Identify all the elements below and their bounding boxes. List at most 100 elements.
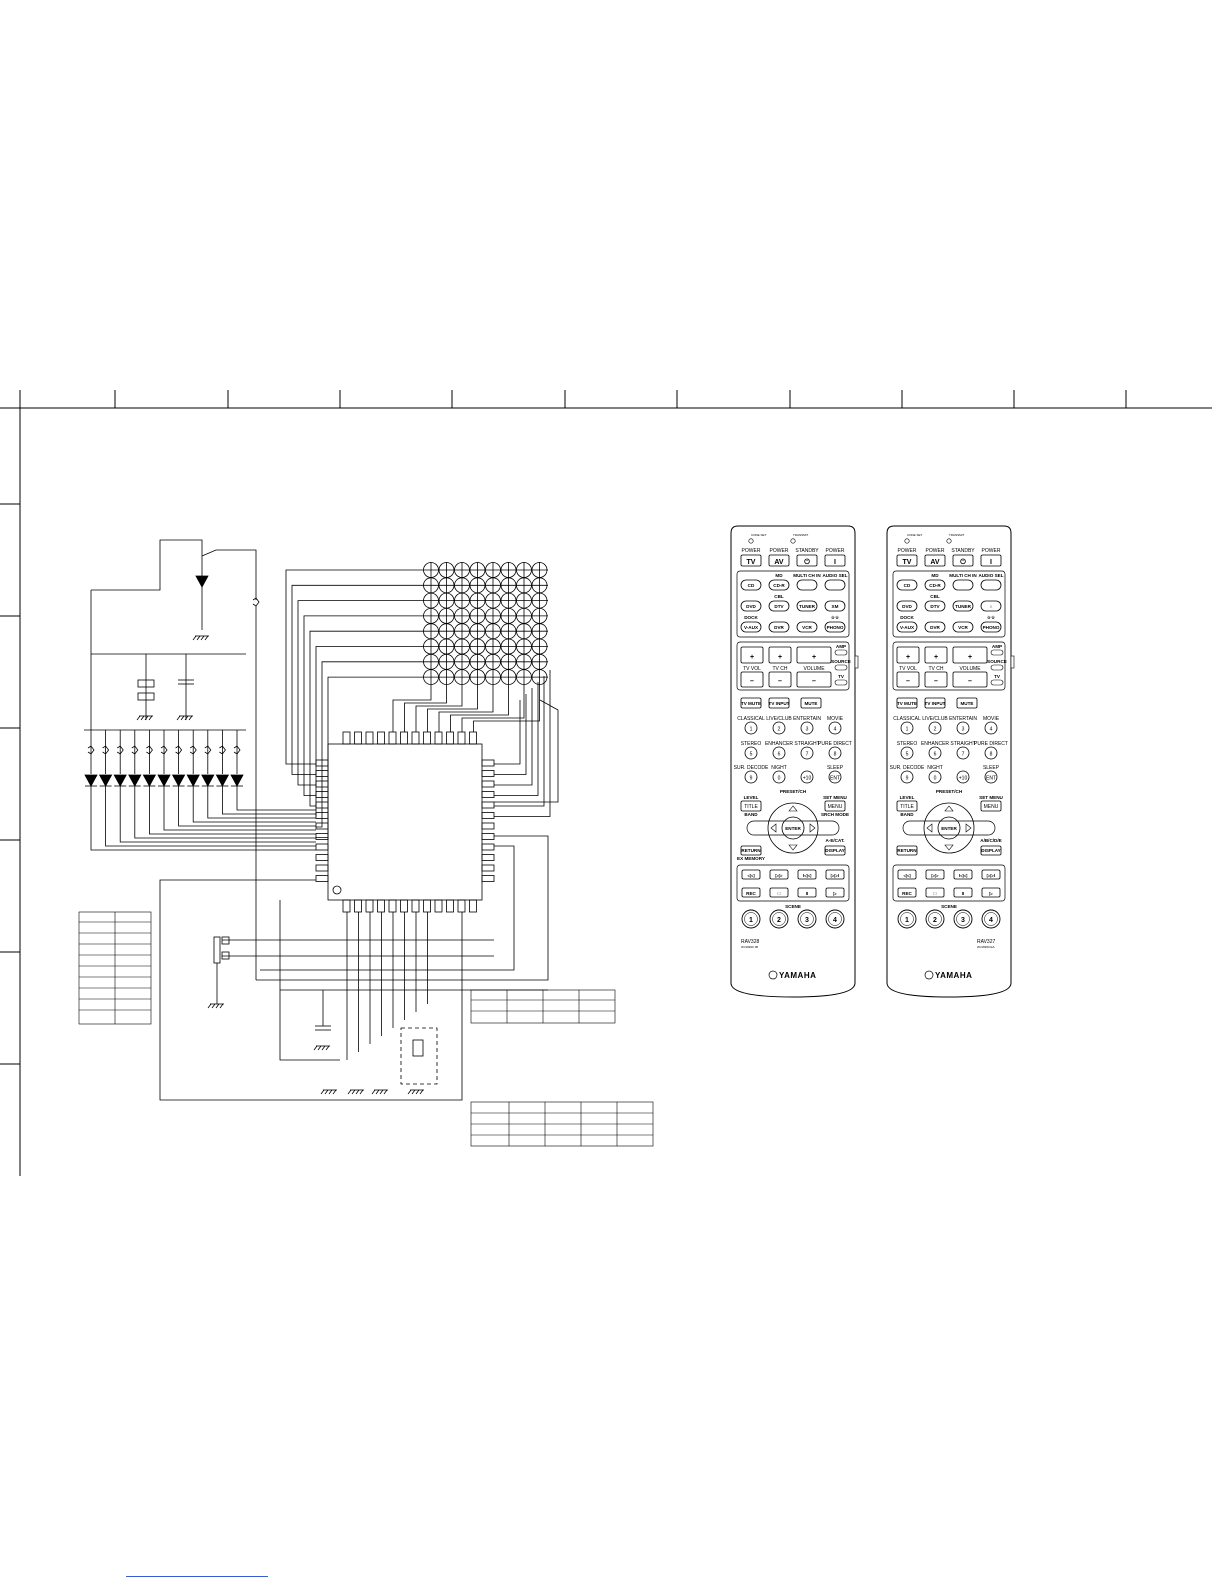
- power-button-label[interactable]: AV: [774, 559, 784, 566]
- program-button-label[interactable]: 2: [934, 727, 937, 733]
- input-button-label[interactable]: VCR: [802, 625, 812, 630]
- transport-icon[interactable]: II: [962, 891, 965, 896]
- program-button-label[interactable]: ENT: [986, 776, 996, 782]
- program-button-label[interactable]: 4: [834, 727, 837, 733]
- input-button-label[interactable]: DVD: [746, 604, 756, 609]
- tv-button-label[interactable]: TV MUTE: [741, 701, 761, 706]
- enter-label[interactable]: ENTER: [941, 826, 957, 831]
- input-button-label[interactable]: DVR: [930, 625, 940, 630]
- ground-symbol: [196, 635, 201, 641]
- program-button-label[interactable]: 9: [906, 776, 909, 782]
- program-button-label[interactable]: 0: [778, 776, 781, 782]
- transport-icon[interactable]: II: [806, 891, 809, 896]
- program-button-label[interactable]: 2: [778, 727, 781, 733]
- scene-button-label[interactable]: 3: [961, 917, 965, 924]
- input-button-label[interactable]: ○: [990, 604, 993, 609]
- program-button-label[interactable]: 3: [962, 727, 965, 733]
- power-button-label[interactable]: TV: [903, 559, 912, 566]
- title-button-label[interactable]: TITLE: [900, 804, 914, 810]
- transport-icon[interactable]: ▷: [988, 891, 994, 896]
- tv-button-label[interactable]: TV MUTE: [897, 701, 917, 706]
- tv-button-label[interactable]: TV INPUT: [925, 701, 946, 706]
- program-button-label[interactable]: ENT: [830, 776, 840, 782]
- power-button-label[interactable]: I: [834, 559, 836, 566]
- transport-icon[interactable]: □: [778, 891, 781, 896]
- transport-icon[interactable]: ▷▷: [930, 873, 940, 878]
- power-button-label[interactable]: I: [990, 559, 992, 566]
- input-button-label[interactable]: CD: [904, 583, 911, 588]
- tv-button-label[interactable]: TV INPUT: [769, 701, 790, 706]
- power-button-label[interactable]: AV: [930, 559, 940, 566]
- scene-button-label[interactable]: 2: [777, 917, 781, 924]
- tv-button-label[interactable]: MUTE: [960, 701, 973, 706]
- ground-symbol: [383, 1089, 388, 1095]
- scene-button-label[interactable]: 4: [833, 917, 837, 924]
- scene-button-label[interactable]: 4: [989, 917, 993, 924]
- program-button: [900, 746, 914, 760]
- program-button-label[interactable]: 4: [990, 727, 993, 733]
- menu-button-label[interactable]: MENU: [828, 804, 843, 810]
- return-button-label[interactable]: RETURN: [897, 848, 917, 853]
- power-button-label[interactable]: ⏻: [960, 558, 966, 566]
- ic-pin-top: [354, 731, 362, 745]
- program-button-label[interactable]: 8: [834, 752, 837, 758]
- program-button-label[interactable]: 1: [750, 727, 753, 733]
- transport-icon[interactable]: I◁◁: [959, 873, 968, 878]
- tv-button-label[interactable]: MUTE: [804, 701, 817, 706]
- program-button-label[interactable]: 9: [750, 776, 753, 782]
- transport-icon[interactable]: ▷: [832, 891, 838, 896]
- scene-button-label[interactable]: 1: [905, 917, 909, 924]
- program-button-label[interactable]: 5: [750, 752, 753, 758]
- input-button-label[interactable]: V-AUX: [900, 625, 915, 630]
- power-button: [740, 554, 762, 567]
- input-button-label[interactable]: PHONO: [827, 625, 844, 630]
- transport-icon[interactable]: ▷▷I: [830, 873, 840, 878]
- transport-icon[interactable]: ▷▷I: [986, 873, 996, 878]
- input-button-label[interactable]: DVD: [902, 604, 912, 609]
- return-button-label[interactable]: RETURN: [741, 848, 761, 853]
- program-button-label[interactable]: 7: [962, 752, 965, 758]
- scene-button-label[interactable]: 1: [749, 917, 753, 924]
- program-button-label[interactable]: 8: [990, 752, 993, 758]
- input-button-label[interactable]: PHONO: [983, 625, 1000, 630]
- scene-button-label[interactable]: 3: [805, 917, 809, 924]
- input-button-label[interactable]: DTV: [774, 604, 784, 609]
- power-button-label[interactable]: TV: [747, 559, 756, 566]
- title-button-label[interactable]: TITLE: [744, 804, 758, 810]
- program-button-label[interactable]: 6: [934, 752, 937, 758]
- transport-icon[interactable]: □: [934, 891, 937, 896]
- transport-icon[interactable]: ◁◁: [902, 873, 911, 878]
- input-button-label[interactable]: TUNER: [955, 604, 972, 609]
- program-button-label[interactable]: 1: [906, 727, 909, 733]
- input-button-label[interactable]: TUNER: [799, 604, 816, 609]
- program-button-label[interactable]: 0: [934, 776, 937, 782]
- transport-icon[interactable]: I◁◁: [803, 873, 812, 878]
- power-button-label[interactable]: ⏻: [804, 558, 810, 566]
- program-button-label[interactable]: 6: [778, 752, 781, 758]
- transport-icon[interactable]: ◁◁: [746, 873, 755, 878]
- input-button-label[interactable]: CD: [748, 583, 755, 588]
- volume-down-button: [896, 671, 920, 688]
- input-button-label[interactable]: DTV: [930, 604, 940, 609]
- display-button-label[interactable]: DISPLAY: [825, 848, 845, 853]
- program-button-label[interactable]: +10: [959, 776, 968, 782]
- program-button-label[interactable]: +10: [803, 776, 812, 782]
- enter-label[interactable]: ENTER: [785, 826, 801, 831]
- transport-icon[interactable]: REC: [746, 891, 756, 896]
- scene-button-label[interactable]: 2: [933, 917, 937, 924]
- transport-icon[interactable]: REC: [902, 891, 912, 896]
- input-button-label[interactable]: DVR: [774, 625, 784, 630]
- wire: [256, 835, 549, 981]
- program-button-label[interactable]: 7: [806, 752, 809, 758]
- menu-button-label[interactable]: MENU: [984, 804, 999, 810]
- wire: [236, 786, 316, 811]
- input-button-label[interactable]: V-AUX: [744, 625, 759, 630]
- input-button-label[interactable]: VCR: [958, 625, 968, 630]
- program-button-label[interactable]: 3: [806, 727, 809, 733]
- display-button-label[interactable]: DISPLAY: [981, 848, 1001, 853]
- input-button-label[interactable]: XM: [832, 604, 839, 609]
- transport-icon[interactable]: ▷▷: [774, 873, 784, 878]
- input-button-label[interactable]: CD-R: [929, 583, 941, 588]
- program-button-label[interactable]: 5: [906, 752, 909, 758]
- input-button-label[interactable]: CD-R: [773, 583, 785, 588]
